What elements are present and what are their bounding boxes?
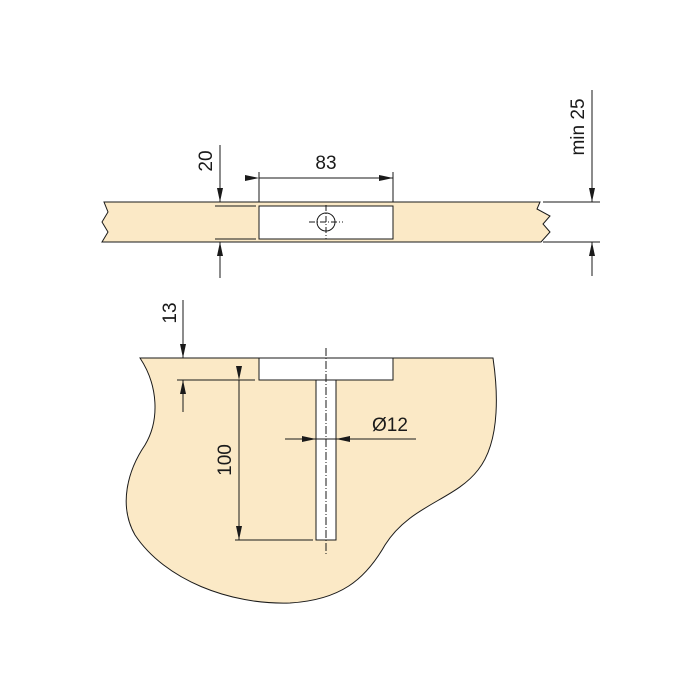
label-20: 20	[196, 150, 217, 171]
label-min-25: min 25	[568, 98, 589, 155]
label-diameter-12: Ø12	[372, 415, 408, 436]
board-section	[125, 357, 497, 604]
section-view	[125, 300, 497, 604]
label-13: 13	[160, 302, 181, 323]
label-100: 100	[215, 444, 236, 476]
top-view	[101, 90, 600, 278]
label-83: 83	[315, 153, 336, 174]
